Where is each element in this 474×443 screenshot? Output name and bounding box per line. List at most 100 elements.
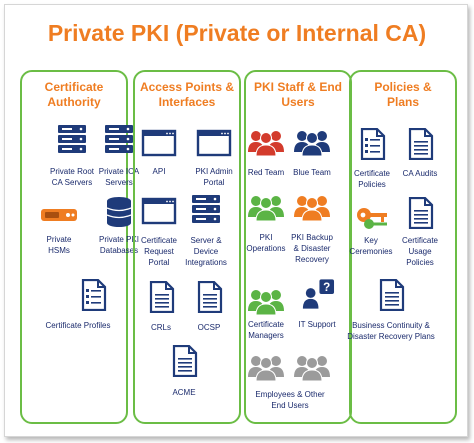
server-icon — [105, 125, 133, 153]
column-box-2 — [133, 70, 241, 424]
column-title-line: Plans — [386, 95, 419, 109]
item-label-line: Server & — [190, 236, 222, 245]
item-label-line: Business Continuity & — [352, 321, 430, 330]
item-label-line: Certificate — [353, 169, 390, 178]
item-label-line: CA Audits — [402, 169, 438, 178]
item-label-line: Policies — [358, 180, 386, 189]
item-label: CRLs — [101, 322, 221, 333]
column-title-line: Users — [281, 95, 315, 109]
column-title-line: Authority — [47, 95, 101, 109]
team-gray-icon — [248, 356, 284, 381]
server-icon — [58, 125, 86, 153]
item-label-line: Operations — [246, 244, 286, 253]
item-label-line: Private Root — [49, 167, 95, 176]
column-title-line: Access Points & — [139, 80, 235, 94]
browser-window-icon — [141, 129, 177, 157]
svg-text:?: ? — [323, 281, 330, 294]
item-label-line: Certificate — [140, 236, 177, 245]
document-icon — [197, 281, 223, 313]
item-label: PKI Operations — [206, 232, 326, 254]
item-label-line: HSMs — [48, 246, 70, 255]
item-label-line: Servers — [105, 178, 133, 187]
item-label: Business Continuity & Disaster Recovery P… — [331, 320, 451, 342]
question-person-icon: ? — [302, 279, 335, 309]
item-label-line: PKI Admin — [195, 167, 233, 176]
item-label-line: Portal — [203, 178, 225, 187]
item-label-line: Disaster Recovery Plans — [347, 332, 435, 341]
browser-window-icon — [141, 197, 177, 225]
item-label-line: Recovery — [295, 255, 329, 264]
item-label-line: Integrations — [185, 258, 227, 267]
item-label-line: ACME — [172, 388, 196, 397]
column-title-line: Policies & — [374, 80, 432, 94]
item-label-line: Private PKI — [98, 235, 139, 244]
item-label-line: Policies — [406, 258, 434, 267]
document-icon — [149, 281, 175, 313]
item-label-line: Device — [193, 247, 219, 256]
item-label: Blue Team — [252, 167, 372, 178]
document-icon — [408, 197, 434, 229]
column-title-2: Access Points &Interfaces — [133, 80, 241, 110]
item-label-line: OCSP — [197, 323, 221, 332]
item-label-line: Databases — [99, 246, 139, 255]
item-label-line: IT Support — [298, 320, 336, 329]
diagram-title: Private PKI (Private or Internal CA) — [47, 20, 427, 46]
item-label-line: Certificate Profiles — [45, 321, 111, 330]
document-icon — [172, 345, 198, 377]
item-label: Red Team — [206, 167, 326, 178]
item-label-line: Ceremonies — [349, 247, 393, 256]
item-label-line: Employees & Other — [255, 390, 325, 399]
column-title-4: Policies &Plans — [349, 80, 457, 110]
item-label-line: PKI Backup — [291, 233, 333, 242]
column-box-1 — [20, 70, 128, 424]
item-label-line: PKI — [259, 233, 273, 242]
team-orange-icon — [294, 196, 330, 221]
column-box-4 — [349, 70, 457, 424]
item-label-line: Private — [46, 235, 72, 244]
team-green-icon — [248, 196, 284, 221]
column-title-line: Certificate — [44, 80, 104, 94]
item-label-line: Blue Team — [293, 168, 331, 177]
keys-icon — [357, 208, 387, 229]
item-label-line: CA Servers — [51, 178, 93, 187]
column-title-line: PKI Staff & End — [253, 80, 342, 94]
item-label-line: Red Team — [247, 168, 285, 177]
item-label: Private Root CA Servers — [12, 166, 132, 188]
item-label: API — [99, 166, 219, 177]
database-icon — [106, 197, 132, 227]
item-label-line: Certificate — [247, 320, 284, 329]
team-gray-icon — [294, 356, 330, 381]
item-label: Private PKI Databases — [59, 234, 179, 256]
item-label-line: End Users — [271, 401, 309, 410]
team-green-icon — [248, 290, 284, 315]
item-label: CA Audits — [360, 168, 474, 179]
column-box-3 — [244, 70, 352, 424]
item-label-line: Certificate — [401, 236, 438, 245]
browser-window-icon — [196, 129, 232, 157]
item-label-line: Usage — [408, 247, 432, 256]
item-label: OCSP — [149, 322, 269, 333]
item-label-line: API — [152, 167, 166, 176]
document-icon — [379, 279, 405, 311]
item-label: IT Support — [257, 319, 377, 330]
item-label-line: & Disaster — [293, 244, 331, 253]
item-label-line: Private ICA — [98, 167, 140, 176]
item-label-line: Request — [144, 247, 174, 256]
document-icon — [408, 128, 434, 160]
column-title-line: Interfaces — [158, 95, 216, 109]
team-blue-icon — [294, 131, 330, 156]
item-label: Certificate Profiles — [18, 320, 138, 331]
item-label-line: Portal — [148, 258, 170, 267]
